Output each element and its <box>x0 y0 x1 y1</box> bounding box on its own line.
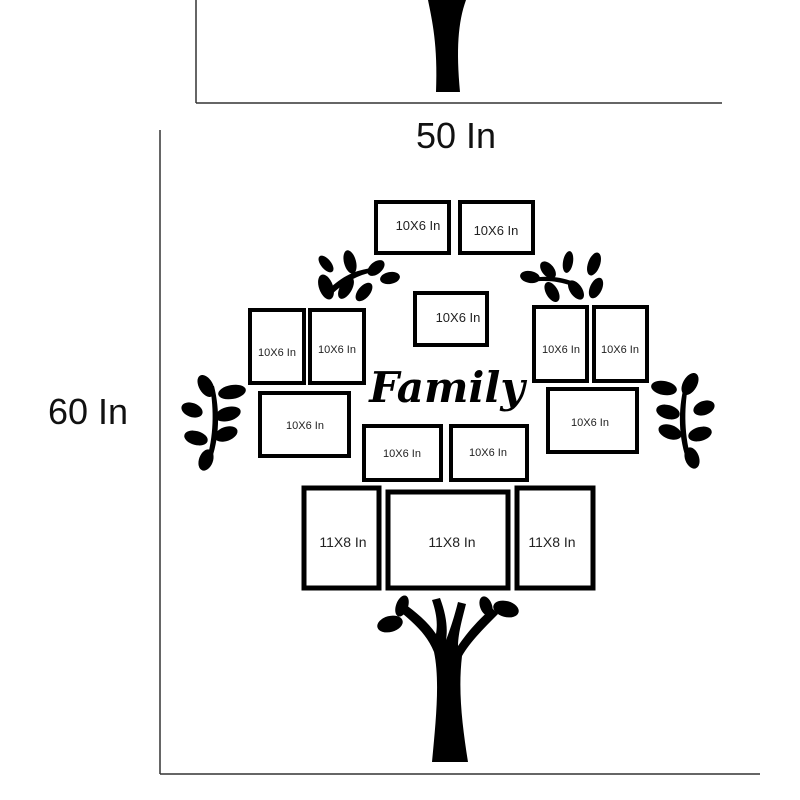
family-title: Family <box>368 363 527 412</box>
leaf-branch-icon-left <box>181 375 246 471</box>
frame-size-label: 11X8 In <box>528 534 575 550</box>
frame-size-label: 10X6 In <box>286 420 324 432</box>
frame-middle-2: 10X6 In <box>449 424 529 482</box>
frame-left-landscape: 10X6 In <box>258 391 351 458</box>
width-label: 50 In <box>416 115 496 156</box>
frame-right-landscape: 10X6 In <box>546 387 639 454</box>
frame-top-1: 10X6 In <box>374 200 451 255</box>
frame-top-2: 10X6 In <box>458 200 535 255</box>
frame-size-label: 10X6 In <box>383 448 421 460</box>
height-label: 60 In <box>48 391 128 432</box>
frame-bottom-2: 11X8 In <box>385 489 511 591</box>
frame-right-portrait-1: 10X6 In <box>532 305 589 383</box>
frame-size-label: 11X8 In <box>428 534 475 550</box>
frame-center: 10X6 In <box>413 291 489 347</box>
frame-bottom-3: 11X8 In <box>514 485 596 591</box>
tree-trunk-icon <box>377 595 519 762</box>
frame-right-portrait-2: 10X6 In <box>592 305 649 383</box>
frame-size-label: 10X6 In <box>571 417 609 429</box>
leaf-branch-icon-top-left <box>318 250 400 302</box>
top-trunk-icon <box>428 0 466 92</box>
frame-size-label: 10X6 In <box>474 223 519 238</box>
frame-size-label: 10X6 In <box>258 347 296 359</box>
leaf-branch-icon-right <box>651 373 715 469</box>
frame-size-label: 10X6 In <box>601 344 639 356</box>
frame-size-label: 10X6 In <box>542 344 580 356</box>
top-preview-panel <box>195 0 722 104</box>
frame-size-label: 11X8 In <box>319 534 366 550</box>
frame-size-label: 10X6 In <box>318 344 356 356</box>
frame-middle-1: 10X6 In <box>362 424 443 482</box>
frame-left-portrait-1: 10X6 In <box>248 308 306 385</box>
leaf-branch-icon-top-right <box>520 251 604 302</box>
frame-size-label: 10X6 In <box>469 447 507 459</box>
frame-size-label: 10X6 In <box>436 310 481 325</box>
frame-size-label: 10X6 In <box>396 218 441 233</box>
frame-bottom-1: 11X8 In <box>301 485 382 591</box>
frame-left-portrait-2: 10X6 In <box>308 308 366 385</box>
